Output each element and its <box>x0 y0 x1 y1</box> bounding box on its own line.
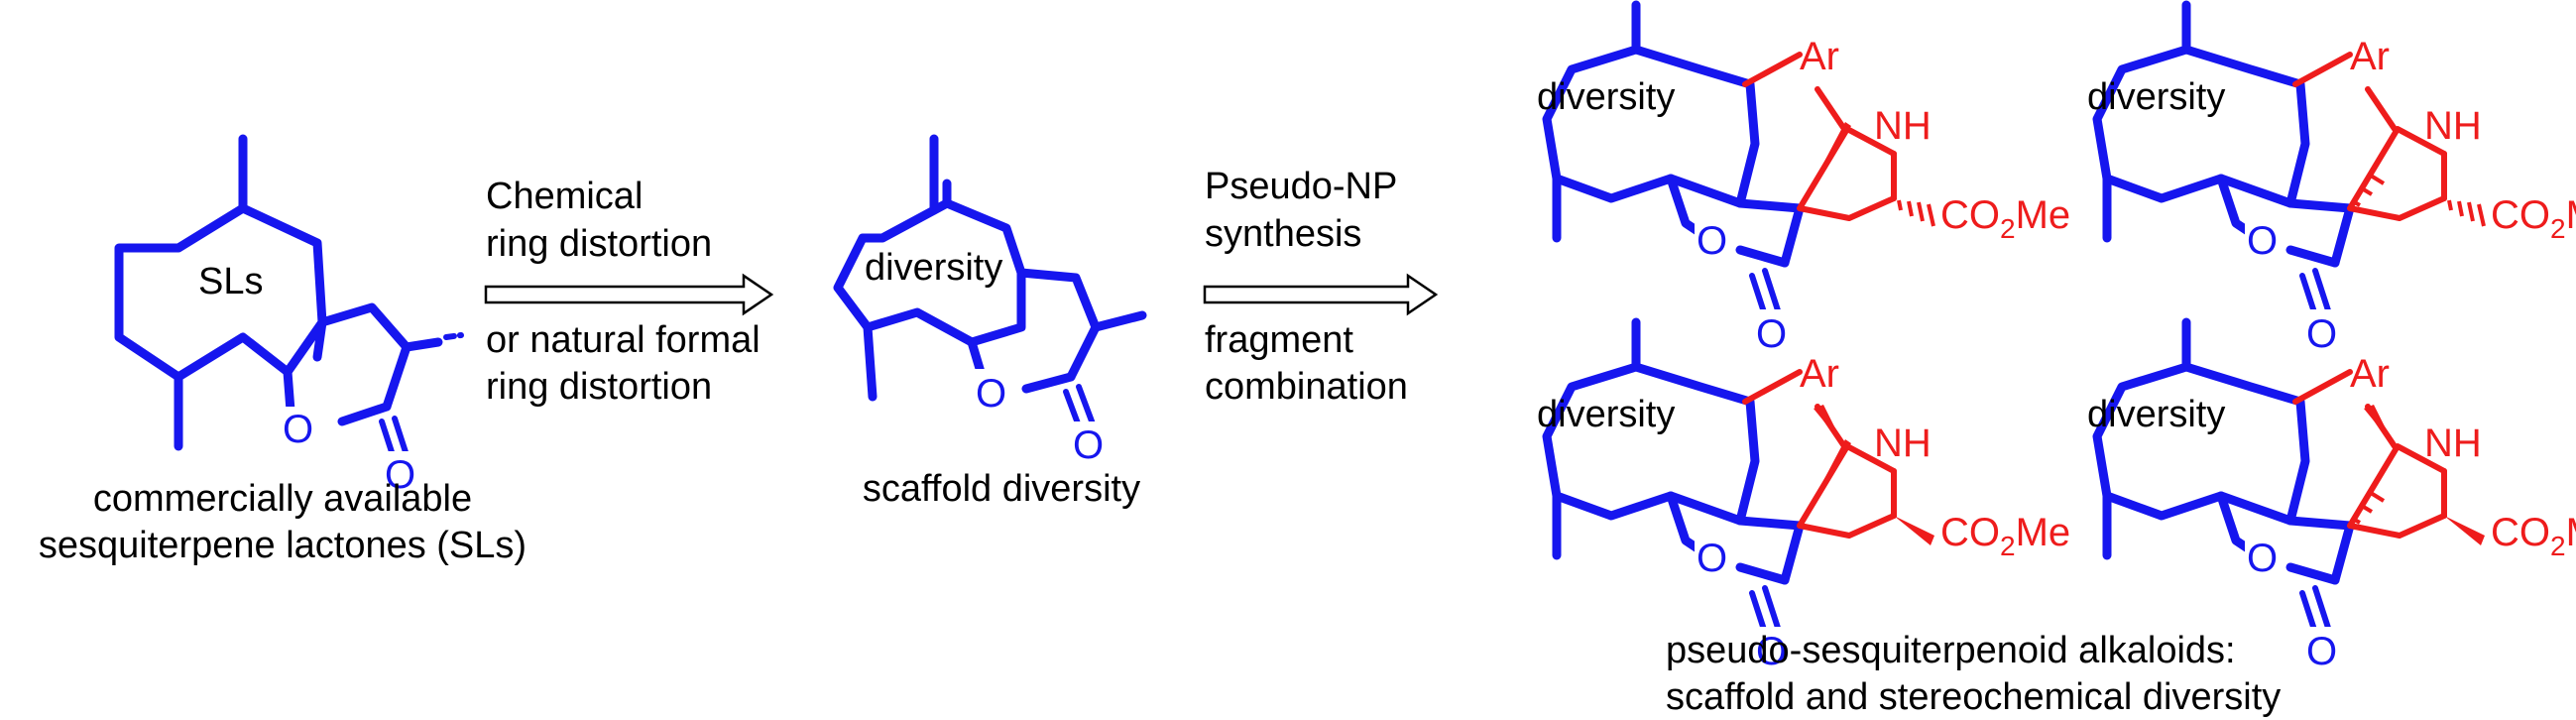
product-structure-2: O O Ar NH CO2Me diversity <box>2087 0 2576 356</box>
middle-carbonyl-oxygen: O <box>1073 423 1104 467</box>
product-ring-label: diversity <box>2087 394 2225 435</box>
start-caption-line1: commercially available <box>93 478 472 520</box>
products-caption-line1: pseudo-sesquiterpenoid alkaloids: <box>1666 630 2236 671</box>
arrow2-below-line1: fragment <box>1205 319 1353 361</box>
arrow2-below-line2: combination <box>1205 366 1408 408</box>
products-caption-line2: scaffold and stereochemical diversity <box>1666 676 2281 718</box>
ester-label: CO2Me <box>1940 511 2070 561</box>
middle-ring-oxygen: O <box>976 372 1006 416</box>
product-structure-1: O O Ar NH CO2Me diversity <box>1537 0 2070 356</box>
svg-text:O: O <box>1756 630 1787 673</box>
amine-label: NH <box>2424 104 2482 148</box>
ester-label: CO2Me <box>2491 511 2576 561</box>
product-ring-label: diversity <box>2087 76 2225 118</box>
ester-label: CO2Me <box>1940 193 2070 244</box>
product-ring-label: diversity <box>1537 394 1675 435</box>
product-structure-3: O O Ar NH CO2Me diversity <box>1537 317 2070 673</box>
svg-text:O: O <box>2247 219 2278 263</box>
start-caption-line2: sesquiterpene lactones (SLs) <box>39 525 527 566</box>
amine-label: NH <box>2424 421 2482 465</box>
ester-label: CO2Me <box>2491 193 2576 244</box>
svg-text:O: O <box>2306 630 2337 673</box>
ring-oxygen-label: O <box>283 408 313 451</box>
reaction-arrow-2 <box>1203 273 1439 316</box>
reaction-arrow-1 <box>484 273 774 316</box>
amine-label: NH <box>1874 104 1932 148</box>
svg-text:O: O <box>1697 537 1727 580</box>
sls-ring-label: SLs <box>198 261 263 302</box>
svg-text:O: O <box>2247 537 2278 580</box>
svg-text:O: O <box>1756 312 1787 356</box>
arrow2-above-line1: Pseudo-NP <box>1205 166 1397 207</box>
product-structure-4: O O Ar NH CO2Me diversity <box>2087 317 2576 673</box>
product-ring-label: diversity <box>1537 76 1675 118</box>
arrow1-below-line2: ring distortion <box>486 366 712 408</box>
svg-text:O: O <box>1697 219 1727 263</box>
arrow1-below-line1: or natural formal <box>486 319 761 361</box>
aryl-label: Ar <box>1800 35 1839 78</box>
carbonyl-oxygen-label: O <box>385 453 415 497</box>
aryl-label: Ar <box>2350 35 2390 78</box>
arrow2-above-line2: synthesis <box>1205 213 1361 255</box>
amine-label: NH <box>1874 421 1932 465</box>
middle-ring-label: diversity <box>865 247 1002 289</box>
svg-text:O: O <box>2306 312 2337 356</box>
aryl-label: Ar <box>1800 352 1839 396</box>
diversified-scaffold-structure: O O diversity <box>833 134 1147 467</box>
sesquiterpene-lactone-structure: O O SLs <box>114 134 464 497</box>
arrow1-above-line1: Chemical <box>486 176 643 217</box>
arrow1-above-line2: ring distortion <box>486 223 712 265</box>
aryl-label: Ar <box>2350 352 2390 396</box>
middle-caption: scaffold diversity <box>863 468 1140 510</box>
